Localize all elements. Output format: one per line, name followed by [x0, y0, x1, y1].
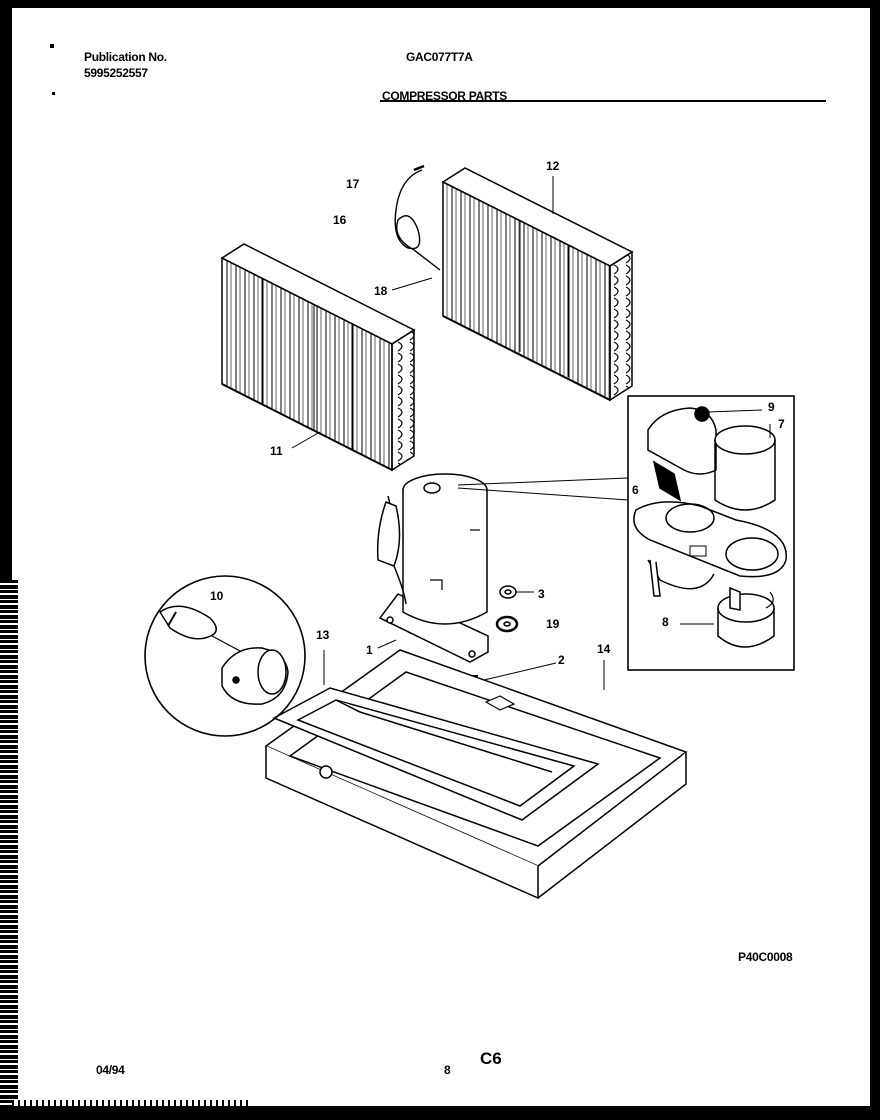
callout-9: 9 [768, 400, 775, 414]
scan-noise-bottom [12, 1100, 252, 1106]
callout-10: 10 [210, 589, 224, 603]
callout-2: 2 [558, 653, 565, 667]
scan-speck [50, 44, 54, 48]
callout-1: 1 [366, 643, 373, 657]
scan-border-bottom [0, 1106, 880, 1120]
callout-18: 18 [374, 284, 388, 298]
callout-7: 7 [778, 417, 785, 431]
publication-label: Publication No. [84, 50, 167, 64]
callout-8: 8 [662, 615, 669, 629]
model-number: GAC077T7A [406, 50, 473, 64]
revision-date: 04/94 [96, 1063, 125, 1077]
washer-19 [495, 615, 519, 633]
callout-11: 11 [270, 444, 283, 458]
callout-12: 12 [546, 159, 560, 173]
capillary-tube [394, 164, 441, 271]
section-title: COMPRESSOR PARTS [382, 89, 507, 103]
page-number: 8 [444, 1063, 451, 1077]
page-code: C6 [480, 1049, 502, 1068]
callout-16: 16 [333, 213, 347, 227]
callout-14: 14 [597, 642, 611, 656]
grommet-3 [499, 585, 534, 599]
callout-3: 3 [538, 587, 545, 601]
callout-6: 6 [632, 483, 639, 497]
callout-19: 19 [546, 617, 560, 631]
detail-box-electrical [457, 395, 795, 671]
scan-border-top [0, 0, 880, 8]
accumulator [376, 495, 407, 605]
drain-channel-13 [272, 650, 600, 821]
detail-circle-10 [144, 575, 306, 737]
scan-border-right [870, 0, 880, 1120]
callout-13: 13 [316, 628, 330, 642]
scan-speck [52, 92, 55, 95]
scan-noise-left [0, 580, 18, 1120]
compressor-1 [378, 473, 489, 663]
publication-number: 5995252557 [84, 66, 148, 80]
drawing-code: P40C0008 [738, 950, 793, 964]
condenser-coil-12 [441, 167, 634, 402]
evaporator-coil-11 [220, 243, 416, 472]
header-rule [380, 100, 826, 102]
callout-17: 17 [346, 177, 360, 191]
